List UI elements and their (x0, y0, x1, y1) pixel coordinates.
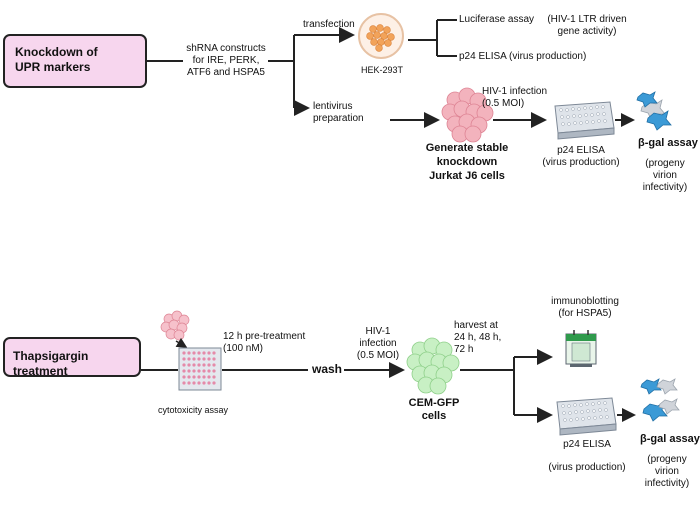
immunoblot-tank-icon (565, 330, 597, 367)
progeny-label: (progeny virion infectivity) (640, 158, 690, 194)
shrna-constructs-label: shRNA constructs for IRE, PERK, ATF6 and… (183, 43, 269, 79)
stable-line: Jurkat J6 cells (429, 170, 505, 182)
cem-gfp-cells-icon (406, 337, 460, 395)
bgal-assay2-label: β-gal assay (640, 433, 700, 445)
p24-elisa-label: p24 ELISA (virus production) (538, 145, 624, 169)
cells-arrow (175, 337, 188, 348)
bgal-assay-label: β-gal assay (638, 137, 698, 149)
cem-line: CEM-GFP (408, 397, 460, 409)
ltr-label: (HIV-1 LTR driven gene activity) (538, 14, 636, 38)
virion-icon (640, 378, 680, 422)
constructs-line: shRNA constructs (186, 43, 266, 54)
workflow1-connectors (147, 19, 635, 128)
cem-gfp-label: CEM-GFP cells (404, 397, 464, 423)
progeny2-line: infectivity) (644, 478, 690, 489)
workflow2-connectors (141, 349, 636, 423)
pretreat-line: 12 h pre-treatment (223, 331, 306, 342)
hiv-infection2-label: HIV-1 infection (0.5 MOI) (352, 326, 404, 362)
stable-line: Generate stable (425, 142, 509, 154)
workflow2-title-box: Thapsigargin treatment (3, 337, 141, 378)
lentivirus-label: lentivirus preparation (313, 101, 364, 125)
hek-dish-icon (358, 13, 404, 59)
ltr-line: gene activity) (557, 26, 617, 37)
p24-top-label: p24 ELISA (virus production) (459, 51, 587, 62)
treatment-plate-icon (178, 347, 222, 391)
luciferase-label: Luciferase assay (459, 14, 535, 25)
elisa-plate-icon (554, 101, 615, 140)
immuno-line: (for HSPA5) (558, 308, 612, 319)
stable-line: knockdown (436, 156, 498, 168)
harvest-line: harvest at (454, 320, 498, 331)
workflow2-title: Thapsigargin treatment (13, 349, 89, 378)
elisa-plate-icon (556, 397, 617, 436)
p24-elisa2-label: p24 ELISA (563, 439, 611, 450)
stable-knockdown-label: Generate stable knockdown Jurkat J6 cell… (422, 141, 512, 183)
workflow1-title-box: Knockdown of UPR markers (3, 34, 147, 88)
constructs-line: for IRE, PERK, (192, 55, 260, 66)
progeny2-line: virion (655, 466, 679, 477)
transfection-label: transfection (303, 19, 355, 30)
workflow1-title: Knockdown of UPR markers (15, 45, 98, 74)
immunoblotting-label: immunoblotting (for HSPA5) (540, 296, 630, 320)
p24-line: (virus production) (542, 157, 620, 168)
infection2-line: (0.5 MOI) (356, 350, 400, 361)
pretreat-line: (100 nM) (223, 343, 264, 354)
cells-icon (160, 310, 190, 341)
infection2-line: infection (359, 338, 397, 349)
hiv-infection-label: HIV-1 infection (0.5 MOI) (482, 86, 547, 110)
immuno-line: immunoblotting (551, 296, 619, 307)
progeny-line: virion (653, 170, 677, 181)
p24-line: p24 ELISA (557, 145, 605, 156)
infection-line: HIV-1 infection (482, 86, 548, 97)
jurkat-cells-icon (441, 87, 494, 143)
constructs-line: ATF6 and HSPA5 (187, 67, 265, 78)
harvest-line: 72 h (454, 344, 474, 355)
harvest-label: harvest at 24 h, 48 h, 72 h (454, 320, 501, 356)
infection2-line: HIV-1 (365, 326, 391, 337)
pretreatment-label: 12 h pre-treatment (100 nM) (223, 331, 305, 355)
hek-label: HEK-293T (360, 65, 404, 75)
virion-icon (636, 91, 672, 131)
harvest-line: 24 h, 48 h, (454, 332, 502, 343)
infection-line: (0.5 MOI) (482, 98, 525, 109)
progeny-line: (progeny (645, 158, 685, 169)
virus-production-label: (virus production) (548, 462, 626, 473)
progeny-line: infectivity) (642, 182, 688, 193)
lentivirus-line: lentivirus (313, 101, 353, 112)
lentivirus-line: preparation (313, 113, 364, 124)
progeny2-line: (progeny (647, 454, 687, 465)
wash-label: wash (312, 362, 343, 376)
ltr-line: (HIV-1 LTR driven (547, 14, 627, 25)
progeny2-label: (progeny virion infectivity) (642, 454, 692, 490)
cem-line: cells (421, 410, 447, 422)
cytotoxicity-label: cytotoxicity assay (158, 405, 229, 415)
